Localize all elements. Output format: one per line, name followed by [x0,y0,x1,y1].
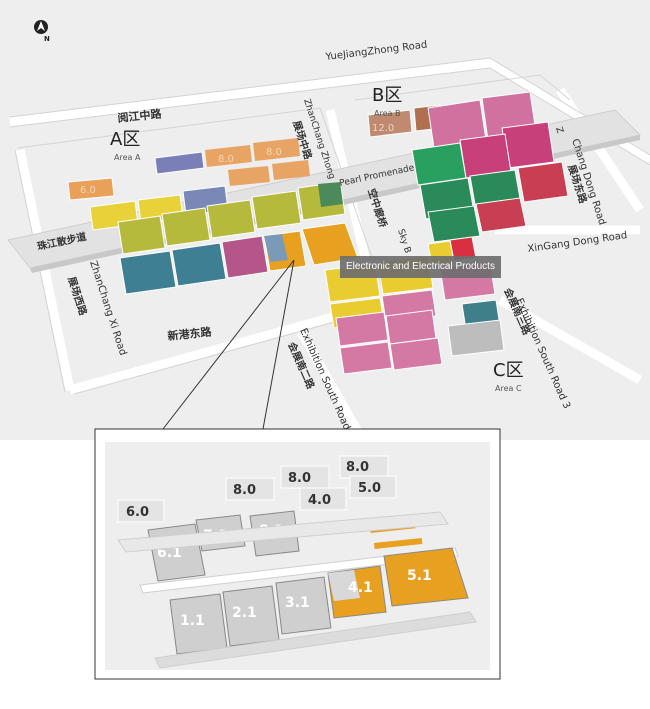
hall-c-gray[interactable] [447,319,505,357]
area-a-halls: 6.0 8.0 8.0 [67,138,359,295]
hall-c-pink-2[interactable] [335,311,389,347]
svg-text:5.1: 5.1 [407,568,432,584]
area-a-subtitle: Area A [114,153,141,162]
hall-11-3[interactable] [427,205,481,243]
inset-hall-6-1[interactable]: 6.1 [147,523,206,582]
inset-hall-5-1[interactable]: 5.1 [383,547,469,607]
svg-text:6.0: 6.0 [126,505,149,520]
inset-hall-1-1[interactable]: 1.1 [169,593,228,655]
svg-text:8.0: 8.0 [266,147,282,158]
hall-4-0[interactable] [228,166,270,186]
road-label-z-fragment: Z [553,126,564,135]
hall-8-0-c[interactable]: 8.0 [253,138,300,161]
hall-b-pink-3[interactable] [501,121,555,169]
inset-hall-2-1[interactable]: 2.1 [222,585,280,647]
hall-8-0-a[interactable] [154,151,205,175]
road-label-xingang-dong-cn: 新港东路 [167,324,213,343]
svg-text:12.0: 12.0 [372,123,394,134]
inset-orange-strip-2 [373,537,423,549]
inset-hall-4-0[interactable]: 4.0 [299,487,347,511]
area-b-subtitle: Area B [374,109,400,118]
svg-text:5.0: 5.0 [358,481,381,496]
inset-walkway [117,511,459,594]
hall-1-1[interactable] [119,250,177,295]
hall-tooltip: Electronic and Electrical Products [340,256,501,278]
inset-hall-6-0[interactable]: 6.0 [117,499,165,523]
hall-11-2[interactable] [517,161,569,203]
area-c-halls [324,236,505,375]
svg-text:6.0: 6.0 [80,185,96,196]
svg-text:3.1: 3.1 [285,595,310,611]
hall-c-pink-4[interactable] [339,341,393,375]
svg-text:4.1: 4.1 [348,580,373,596]
svg-text:8.0: 8.0 [346,460,369,475]
svg-text:1.1: 1.1 [180,613,205,629]
compass: N [34,20,50,43]
hall-c-pink-5[interactable] [389,337,443,371]
svg-text:8.0: 8.0 [288,471,311,486]
svg-text:4.0: 4.0 [308,493,331,508]
callout-lines [162,259,295,430]
svg-text:2.1: 2.1 [232,605,257,621]
inset-hall-3-1[interactable]: 3.1 [275,576,332,635]
inset-base-plate [154,611,477,669]
hall-9-1[interactable] [117,215,166,255]
inset-hall-8-0-a[interactable]: 8.0 [225,477,275,501]
area-b-title: B区 [372,85,402,106]
hall-12-0[interactable]: 12.0 [367,109,413,138]
hall-4-1-map[interactable] [263,230,307,272]
inset-hall-8-0-c[interactable]: 8.0 [339,455,389,479]
hall-13-1[interactable] [297,181,346,221]
area-c-subtitle: Area C [495,384,522,393]
hall-6-0[interactable]: 6.0 [67,177,115,201]
svg-text:8.0: 8.0 [218,154,234,165]
area-c-title: C区 [493,360,524,381]
area-b-halls: 12.0 [367,91,569,243]
hall-5-0[interactable] [272,160,310,180]
hall-8-0-b[interactable]: 8.0 [205,145,252,167]
inset-panel: 6.0 8.0 8.0 8.0 4.0 5.0 6.1 7.1 8.1 1.1 … [94,428,501,680]
hall-11-4[interactable] [475,197,527,233]
road-label-yuejiang-cn: 阅江中路 [117,106,163,125]
hall-2-1[interactable] [171,242,227,287]
hall-12-1[interactable] [251,190,302,230]
svg-text:8.0: 8.0 [233,483,256,498]
hall-9-2[interactable] [411,142,467,186]
inset-hall-8-0-b[interactable]: 8.0 [280,465,330,489]
inset-hall-5-0[interactable]: 5.0 [349,475,397,499]
compass-label: N [44,35,50,43]
hall-10-1[interactable] [161,207,211,247]
hall-11-1[interactable] [206,199,256,239]
inset-hall-4-1[interactable]: 4.1 [327,565,387,619]
hall-3-1[interactable] [221,235,269,279]
area-a-title: A区 [110,129,140,150]
